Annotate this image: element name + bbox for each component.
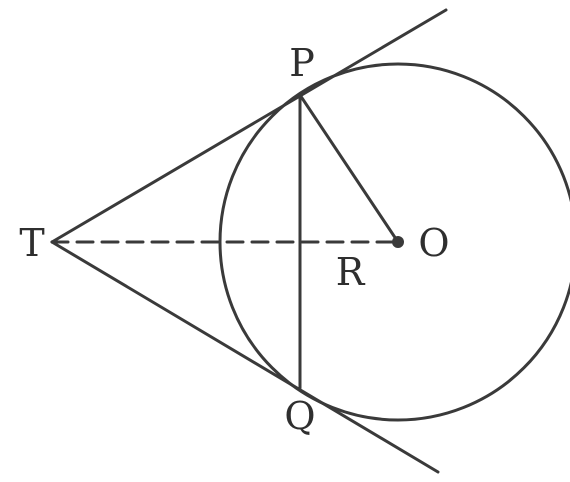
- radius-op: [298, 93, 400, 244]
- tangent-line-tq: [50, 240, 440, 474]
- circle-o: [218, 62, 570, 422]
- center-point-o: [392, 236, 404, 248]
- tangent-line-tp: [50, 8, 448, 244]
- label-q: Q: [284, 394, 315, 438]
- label-p: P: [289, 41, 315, 85]
- label-o: O: [418, 221, 449, 265]
- label-t: T: [19, 221, 44, 265]
- label-r: R: [336, 250, 366, 294]
